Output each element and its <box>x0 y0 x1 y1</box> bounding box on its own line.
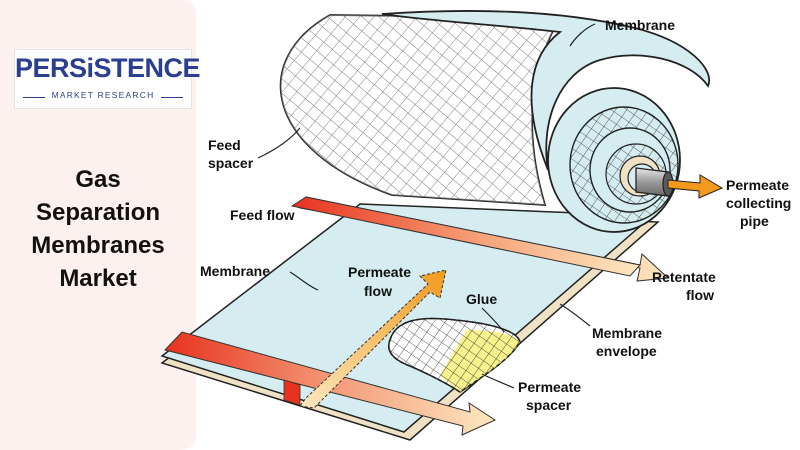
logo-wordmark: PERSiSTENCE <box>15 53 201 83</box>
logo-tagline-wrap: MARKET RESEARCH <box>23 90 183 104</box>
spiral-wound-roll <box>279 10 711 233</box>
permeate-spacer <box>388 317 521 393</box>
side-panel: PERSiSTENCE MARKET RESEARCH Gas Separati… <box>0 0 201 450</box>
label-feed-spacer-line1: Feed <box>208 137 241 153</box>
label-permeate-flow-line1: Permeate <box>348 264 411 280</box>
leader-lines <box>257 23 596 389</box>
label-retentate-line2: flow <box>686 287 714 303</box>
label-permeate-flow-line2: flow <box>364 283 392 299</box>
label-retentate-line1: Retentate <box>652 269 716 285</box>
title-line-2: Separation <box>35 199 161 226</box>
logo-rule-left <box>23 97 45 98</box>
label-permeate-pipe-line2: collecting <box>726 195 791 211</box>
permeate-flow-arrow <box>299 269 447 409</box>
label-permeate-spacer-line1: Permeate <box>518 379 581 395</box>
label-permeate-pipe-line3: pipe <box>740 213 769 229</box>
label-permeate-pipe-line1: Permeate <box>726 177 789 193</box>
leader-envelope <box>559 303 591 327</box>
permeate-outlet-arrow <box>667 174 724 199</box>
page-title: Gas Separation Membranes Market <box>0 163 196 295</box>
leader-glue <box>481 307 505 333</box>
label-membrane-left: Membrane <box>200 263 270 279</box>
label-envelope-line1: Membrane <box>592 325 662 341</box>
title-line-1: Gas <box>75 166 121 193</box>
title-line-3: Membranes <box>31 232 165 259</box>
leader-feed-spacer <box>257 127 301 159</box>
diagram-labels: Membrane Feed spacer Permeate collecting… <box>200 17 791 413</box>
logo-rule-right <box>161 97 183 98</box>
label-envelope-line2: envelope <box>596 343 657 359</box>
feed-flow-arrow-upper <box>290 196 670 282</box>
logo-tagline: MARKET RESEARCH <box>51 90 155 100</box>
label-feed-spacer-line2: spacer <box>208 155 254 171</box>
label-permeate-spacer-line2: spacer <box>526 397 572 413</box>
label-membrane-top: Membrane <box>605 17 675 33</box>
leader-membrane-left <box>289 271 319 291</box>
label-glue: Glue <box>466 291 497 307</box>
persistence-logo: PERSiSTENCE MARKET RESEARCH <box>14 49 201 109</box>
leader-membrane-top <box>569 23 596 47</box>
leader-permeate-spacer <box>481 373 515 389</box>
title-line-4: Market <box>59 265 137 292</box>
label-feed-flow: Feed flow <box>230 207 295 223</box>
permeate-collecting-pipe <box>635 167 674 197</box>
